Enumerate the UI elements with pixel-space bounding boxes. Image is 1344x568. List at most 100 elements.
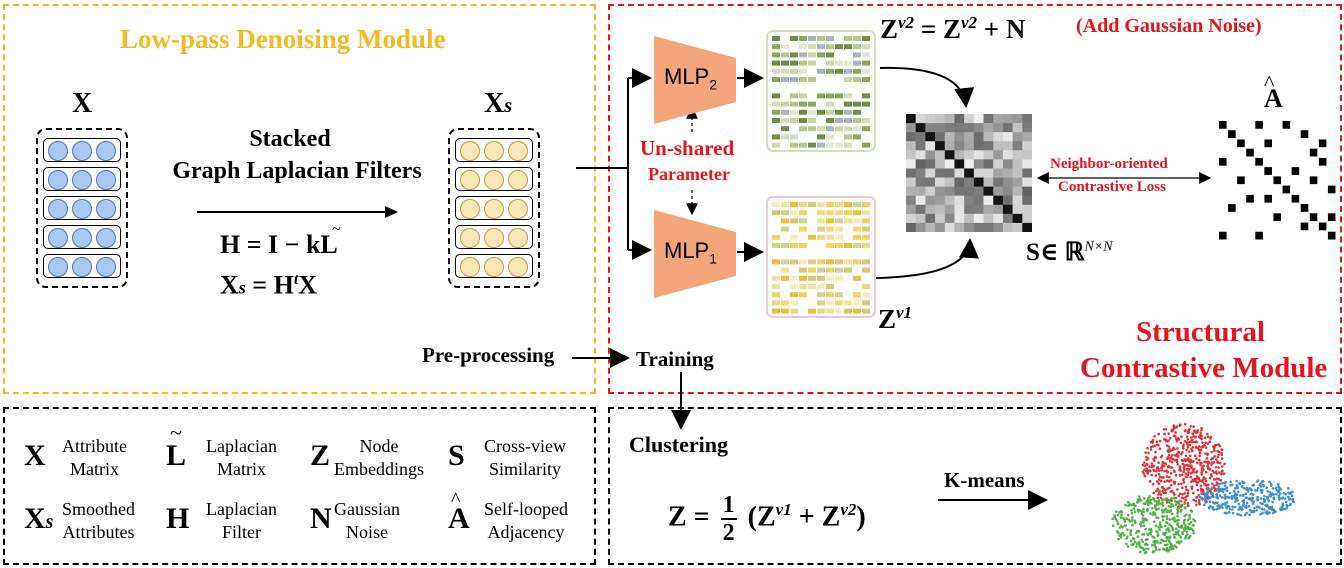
- cluster-point: [1234, 500, 1237, 503]
- similarity-cell: [973, 204, 984, 215]
- cluster-point: [1185, 448, 1188, 452]
- similarity-cell: [954, 204, 965, 215]
- similarity-cell: [1012, 114, 1023, 124]
- similarity-cell: [944, 168, 955, 178]
- cluster-point: [1144, 538, 1148, 542]
- similarity-cell: [983, 123, 994, 133]
- embedding-cell: [826, 142, 834, 148]
- cluster-point: [1221, 465, 1224, 468]
- input-node-node: [48, 141, 68, 161]
- embedding-cell: [826, 259, 834, 265]
- cluster-point: [1231, 511, 1235, 515]
- cluster-point: [1261, 502, 1264, 506]
- cluster-point: [1202, 476, 1206, 479]
- embedding-cell: [808, 52, 816, 58]
- cluster-point: [1178, 423, 1182, 427]
- cluster-point: [1220, 482, 1224, 485]
- embedding-cell: [808, 234, 816, 240]
- cluster-point: [1143, 464, 1147, 467]
- cluster-point: [1144, 527, 1147, 531]
- cluster-point: [1219, 478, 1223, 482]
- cluster-point: [1192, 498, 1195, 502]
- similarity-cell: [964, 168, 975, 178]
- cluster-point: [1158, 548, 1161, 551]
- similarity-cell: [1022, 177, 1032, 187]
- similarity-cell: [1002, 186, 1013, 196]
- cluster-point: [1177, 533, 1181, 537]
- cluster-point: [1194, 503, 1198, 507]
- cluster-point: [1192, 518, 1195, 521]
- cluster-point: [1196, 429, 1200, 432]
- embedding-cell: [772, 234, 780, 240]
- cluster-point: [1260, 491, 1264, 494]
- embedding-cell: [853, 300, 861, 306]
- cluster-point: [1221, 490, 1225, 493]
- embedding-cell: [844, 243, 852, 248]
- cluster-point: [1206, 442, 1210, 446]
- cluster-point: [1248, 508, 1252, 512]
- embedding-cell: [799, 142, 807, 148]
- contrastive-loss-line1: Neighbor-oriented: [1050, 156, 1168, 172]
- cluster-point: [1245, 487, 1248, 491]
- embedding-cell: [790, 52, 798, 58]
- embedding-cell: [799, 292, 807, 298]
- similarity-cell: [954, 186, 965, 196]
- cluster-point: [1184, 428, 1187, 432]
- cluster-point: [1218, 461, 1222, 465]
- embedding-cell: [781, 44, 789, 50]
- cluster-point: [1183, 423, 1187, 426]
- embedding-cell: [790, 118, 798, 123]
- cluster-point: [1183, 502, 1186, 506]
- cluster-point: [1142, 461, 1146, 464]
- similarity-cell: [1002, 132, 1013, 142]
- similarity-cell: [964, 141, 975, 151]
- cluster-point: [1178, 499, 1182, 503]
- cluster-point: [1220, 452, 1223, 455]
- input-node-node: [48, 170, 68, 190]
- cluster-point: [1223, 462, 1226, 466]
- cluster-point: [1150, 543, 1154, 547]
- embedding-cell: [790, 243, 798, 248]
- embedding-cell: [781, 275, 789, 281]
- cluster-point: [1212, 461, 1216, 464]
- cluster-point: [1244, 492, 1248, 496]
- cluster-point: [1177, 454, 1180, 458]
- cluster-point: [1162, 427, 1166, 431]
- cluster-point: [1171, 457, 1175, 461]
- similarity-cell: [964, 159, 975, 169]
- cluster-point: [1157, 498, 1161, 502]
- embedding-cell: [835, 226, 843, 232]
- cluster-point: [1138, 545, 1142, 548]
- embedding-cell: [790, 77, 798, 82]
- cluster-point: [1197, 498, 1201, 502]
- cluster-point: [1153, 543, 1156, 547]
- cluster-point: [1148, 465, 1151, 468]
- cluster-point: [1146, 503, 1150, 507]
- adjacency-cell: [1264, 194, 1272, 203]
- cluster-point: [1161, 518, 1165, 522]
- cluster-point: [1166, 526, 1170, 530]
- z1-embedding-matrix: [766, 196, 876, 318]
- cluster-point: [1184, 523, 1187, 527]
- cluster-point: [1204, 452, 1207, 455]
- embedding-cell: [826, 292, 834, 298]
- cluster-point: [1265, 512, 1269, 515]
- cluster-point: [1166, 550, 1170, 553]
- input-node-node: [96, 257, 116, 277]
- embedding-cell: [790, 202, 798, 207]
- smoothed-node-node: [484, 170, 504, 190]
- embedding-cell: [817, 109, 825, 115]
- similarity-cell: [983, 114, 994, 124]
- cluster-point: [1167, 432, 1171, 436]
- cluster-point: [1186, 473, 1190, 477]
- embedding-cell: [826, 275, 834, 281]
- filter-arrow: [197, 206, 398, 218]
- cluster-point: [1237, 502, 1241, 506]
- cluster-point: [1288, 503, 1292, 507]
- embedding-cell: [844, 142, 852, 148]
- cluster-point: [1231, 508, 1234, 511]
- cluster-point: [1236, 512, 1239, 516]
- input-node-matrix: [36, 128, 128, 288]
- similarity-cell: [1012, 177, 1023, 187]
- cluster-point: [1146, 457, 1150, 460]
